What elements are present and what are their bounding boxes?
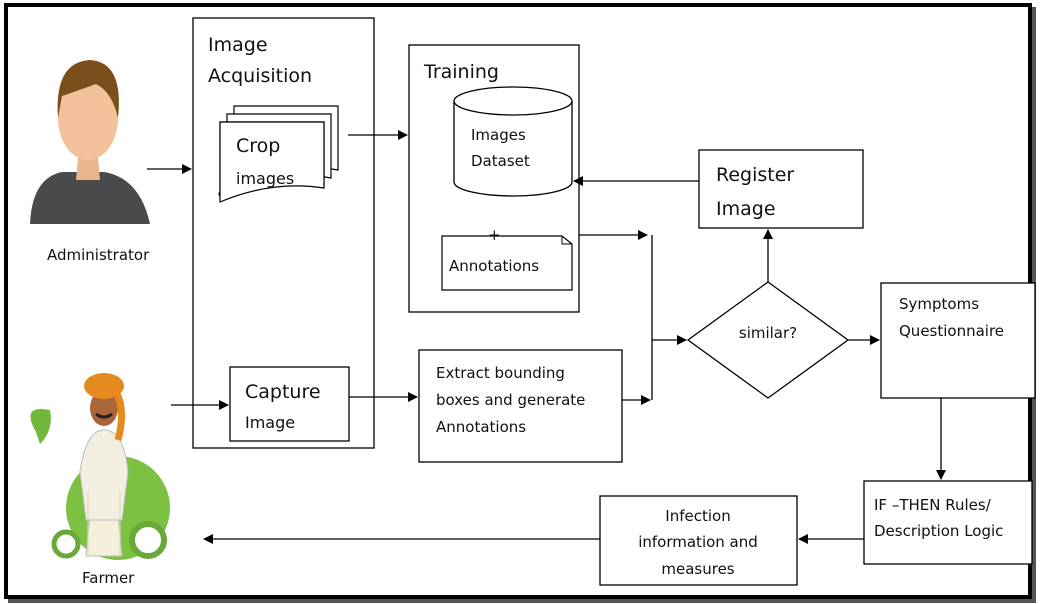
extract-label-line1: Extract bounding	[436, 364, 565, 382]
farmer-label: Farmer	[82, 569, 135, 587]
infection-label-line3: measures	[661, 560, 734, 578]
image-acquisition-title-line1: Image	[208, 34, 268, 56]
crop-label-line2: images	[236, 169, 294, 188]
annotations-label: Annotations	[449, 257, 539, 275]
annotations-plus: +	[488, 226, 501, 244]
extract-label-line2: boxes and generate	[436, 391, 585, 409]
decision-label: similar?	[739, 324, 797, 342]
annotations-document	[441, 235, 573, 291]
extract-label-line3: Annotations	[436, 418, 526, 436]
register-label-line2: Image	[716, 198, 776, 220]
dataset-label-line2: Dataset	[471, 152, 530, 170]
rules-box	[863, 480, 1033, 565]
farmer-icon	[30, 373, 170, 560]
symptoms-questionnaire-box	[880, 282, 1036, 399]
image-acquisition-title-line2: Acquisition	[208, 65, 312, 87]
dataset-label-line1: Images	[471, 126, 526, 144]
infection-label-line1: Infection	[665, 507, 730, 525]
crop-images-document	[218, 105, 339, 203]
register-image-box	[698, 149, 864, 229]
capture-label-line1: Capture	[245, 381, 321, 403]
rules-label-line1: IF –THEN Rules/	[874, 496, 992, 514]
administrator-icon	[30, 60, 150, 224]
images-dataset-cylinder	[453, 86, 573, 197]
extract-annotations-box	[418, 349, 623, 463]
rules-label-line2: Description Logic	[874, 522, 1003, 540]
administrator-label: Administrator	[47, 246, 150, 264]
capture-image-box	[229, 366, 350, 442]
infection-label-line2: information and	[638, 533, 758, 551]
similar-decision-diamond	[686, 281, 850, 399]
register-label-line1: Register	[716, 164, 794, 186]
symptoms-label-line2: Questionnaire	[899, 322, 1004, 340]
symptoms-label-line1: Symptoms	[899, 295, 979, 313]
crop-label-line1: Crop	[236, 135, 280, 157]
training-title: Training	[423, 61, 499, 83]
capture-label-line2: Image	[245, 413, 295, 432]
infection-info-box	[599, 495, 798, 586]
